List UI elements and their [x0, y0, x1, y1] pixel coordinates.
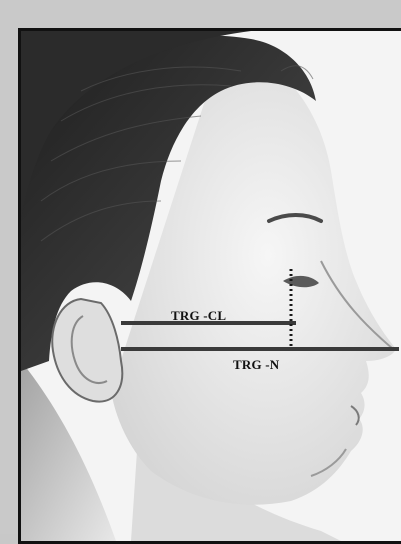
trg-cl-label: TRG -CL — [171, 308, 226, 324]
trg-n-label: TRG -N — [233, 357, 279, 373]
face-profile-sketch — [21, 31, 401, 541]
sketch-panel: TRG -CL TRG -N — [18, 28, 401, 544]
